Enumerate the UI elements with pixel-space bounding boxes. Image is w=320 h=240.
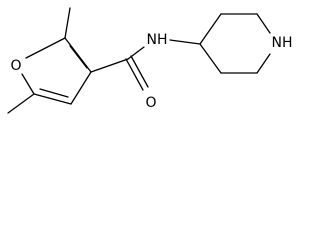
- bond-c5-o: [21, 73, 35, 95]
- atom-label-carbonyl-oxygen: O: [145, 95, 156, 111]
- atom-label-piperidine-nh: NH: [272, 35, 293, 51]
- bond-n-c4-piperidine: [169, 39, 201, 45]
- pip-bond-6: [199, 43, 222, 74]
- bond-c2-c3-inner: [69, 45, 88, 69]
- bond-carbonyl-n: [127, 46, 145, 60]
- methyl-bond-c5: [7, 93, 35, 114]
- bond-c3-c4: [70, 71, 92, 105]
- bond-carbonyl-double-a: [125, 58, 144, 91]
- bond-c2-c3: [64, 37, 92, 73]
- bond-o-c2: [25, 37, 66, 59]
- bond-c4-c5-inner: [39, 88, 69, 98]
- bond-c4-c5: [33, 93, 72, 105]
- pip-bond-3: [256, 13, 271, 34]
- bond-carbonyl-double-b: [130, 55, 149, 88]
- pip-bond-4: [256, 53, 271, 74]
- furan-ring: [21, 37, 92, 105]
- piperidine-ring: [199, 13, 271, 74]
- bond-c3-carbonyl: [90, 58, 129, 73]
- methyl-bond-c2: [64, 7, 71, 39]
- chemical-structure-diagram: O O NH NH: [7, 7, 293, 114]
- atom-label-amide-nh: NH: [147, 32, 168, 48]
- pip-bond-1: [199, 13, 222, 45]
- atom-label-ring-oxygen: O: [10, 58, 21, 74]
